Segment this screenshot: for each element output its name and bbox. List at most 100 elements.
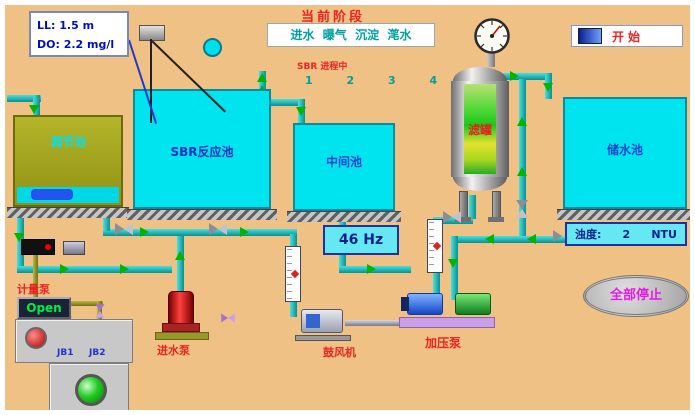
filter-body: 滤罐 bbox=[451, 81, 509, 177]
filter-tank-label: 滤罐 bbox=[467, 123, 492, 137]
pipe-filter-outlet bbox=[503, 73, 551, 80]
do-readout: DO: 2.2 mg/l bbox=[37, 38, 115, 51]
turbidity-unit: NTU bbox=[651, 227, 677, 241]
metering-pump-label: 计量泵 bbox=[17, 283, 50, 296]
pipe-blower-inlet bbox=[290, 301, 297, 317]
pipe-sbr-to-middle bbox=[259, 99, 305, 106]
frequency-display: 46 Hz bbox=[323, 225, 399, 255]
sbr-step-numbers: 1 2 3 4 bbox=[305, 74, 453, 87]
flow-arrow bbox=[448, 259, 458, 268]
regulation-tank: 调节池 bbox=[13, 115, 123, 207]
start-icon bbox=[578, 28, 602, 44]
inlet-pump-motor[interactable] bbox=[168, 291, 194, 327]
flow-arrow bbox=[60, 264, 69, 274]
flow-arrow bbox=[14, 233, 24, 242]
flow-arrow bbox=[296, 107, 306, 116]
filter-foot bbox=[455, 217, 471, 222]
flow-arrow bbox=[240, 227, 249, 237]
jb1-label: JB1 bbox=[57, 348, 74, 358]
filter-vessel[interactable]: 滤罐 bbox=[451, 67, 509, 191]
middle-tank-base bbox=[287, 211, 401, 222]
pressure-pump-blue[interactable] bbox=[407, 293, 443, 315]
blower-base bbox=[295, 335, 351, 341]
pipe-backwash-loop bbox=[519, 79, 526, 241]
regulation-tank-base bbox=[7, 207, 129, 218]
start-button[interactable]: 开始 bbox=[571, 25, 683, 47]
flow-arrow bbox=[485, 234, 494, 244]
open-button[interactable]: Open bbox=[17, 297, 71, 319]
pipe-to-inlet-pump bbox=[17, 266, 172, 273]
dosing-controller[interactable] bbox=[21, 239, 55, 255]
inlet-pump-base bbox=[155, 332, 209, 340]
level-do-infobox: LL: 1.5 m DO: 2.2 mg/l bbox=[29, 11, 129, 57]
decanter-winch bbox=[139, 25, 165, 41]
controller-led bbox=[45, 244, 51, 250]
blower-label: 鼓风机 bbox=[323, 346, 356, 359]
blower-body[interactable] bbox=[301, 309, 343, 333]
flow-arrow bbox=[510, 71, 519, 81]
red-pushbutton[interactable] bbox=[25, 327, 47, 349]
green-indicator-light bbox=[75, 374, 107, 406]
pressure-pump-label: 加压泵 bbox=[425, 336, 462, 350]
valve-backwash[interactable] bbox=[516, 200, 528, 218]
pipe-regulation-stub bbox=[103, 211, 110, 231]
pipe-inlet-pump-riser bbox=[177, 235, 184, 293]
regulation-tank-label: 调节池 bbox=[49, 135, 86, 149]
valve-main-1[interactable] bbox=[115, 223, 133, 235]
submersible-pump[interactable] bbox=[31, 189, 73, 200]
flow-arrow bbox=[367, 264, 376, 274]
turbidity-display: 浊度: 2 NTU bbox=[565, 222, 687, 246]
filter-dome-top bbox=[453, 67, 507, 81]
pipe-main-transfer bbox=[103, 229, 297, 236]
metering-pump-motor[interactable] bbox=[63, 241, 85, 255]
middle-tank-label: 中间池 bbox=[325, 155, 362, 169]
pipe-plant-inlet bbox=[7, 95, 41, 102]
jb2-label: JB2 bbox=[89, 348, 106, 358]
sbr-tank-base bbox=[127, 209, 277, 220]
rotameter-filter bbox=[427, 219, 443, 273]
pipe-metering-drop bbox=[33, 255, 38, 301]
storage-tank-base bbox=[557, 209, 690, 220]
filter-media bbox=[464, 84, 496, 174]
flow-arrow bbox=[527, 234, 536, 244]
pipe-blower-discharge bbox=[345, 320, 403, 326]
pipe-filter-inlet-drop bbox=[469, 195, 476, 219]
filter-foot bbox=[488, 217, 504, 222]
pressure-gauge bbox=[474, 18, 510, 54]
flow-arrow bbox=[517, 167, 527, 176]
turbidity-value: 2 bbox=[622, 227, 631, 241]
storage-tank: 储水池 bbox=[563, 97, 687, 209]
level-readout: LL: 1.5 m bbox=[37, 19, 95, 32]
pipe-rotameter-top bbox=[290, 234, 297, 248]
pipe-storage-outlet bbox=[451, 236, 567, 243]
flow-arrow bbox=[517, 117, 527, 126]
inlet-pump-label: 进水泵 bbox=[157, 344, 190, 357]
valve-filter-inlet[interactable] bbox=[443, 211, 461, 223]
turbidity-label: 浊度: bbox=[575, 228, 602, 241]
flow-arrow bbox=[257, 73, 267, 82]
pipe-storage-drop bbox=[451, 236, 458, 300]
sbr-tank: SBR反应池 bbox=[133, 89, 271, 209]
decanter-float bbox=[203, 38, 222, 57]
sbr-tank-label: SBR反应池 bbox=[170, 145, 234, 159]
valve-pump-discharge[interactable] bbox=[221, 313, 235, 323]
rotameter-air bbox=[285, 246, 301, 302]
decanter-support-line bbox=[150, 39, 152, 123]
storage-tank-label: 储水池 bbox=[606, 143, 643, 157]
flow-arrow bbox=[175, 251, 185, 260]
flow-arrow bbox=[29, 105, 39, 114]
blower-motor-cap bbox=[306, 314, 320, 328]
valve-jb2[interactable] bbox=[96, 304, 105, 318]
valve-main-2[interactable] bbox=[209, 223, 227, 235]
flow-arrow bbox=[120, 264, 129, 274]
phase-indicator-box: 进水 曝气 沉淀 滗水 bbox=[267, 23, 435, 47]
stop-all-button[interactable]: 全部停止 bbox=[583, 275, 689, 317]
pressure-pump-base bbox=[399, 317, 495, 328]
gauge-stem bbox=[487, 53, 495, 67]
pressure-pump-green[interactable] bbox=[455, 293, 491, 315]
middle-tank: 中间池 bbox=[293, 123, 395, 211]
sbr-progress-label: SBR 进程中 bbox=[297, 62, 348, 72]
inlet-pump-volute bbox=[162, 323, 200, 332]
stage-title: 当前阶段 bbox=[301, 10, 366, 25]
pipe-regulation-outlet bbox=[17, 211, 24, 273]
